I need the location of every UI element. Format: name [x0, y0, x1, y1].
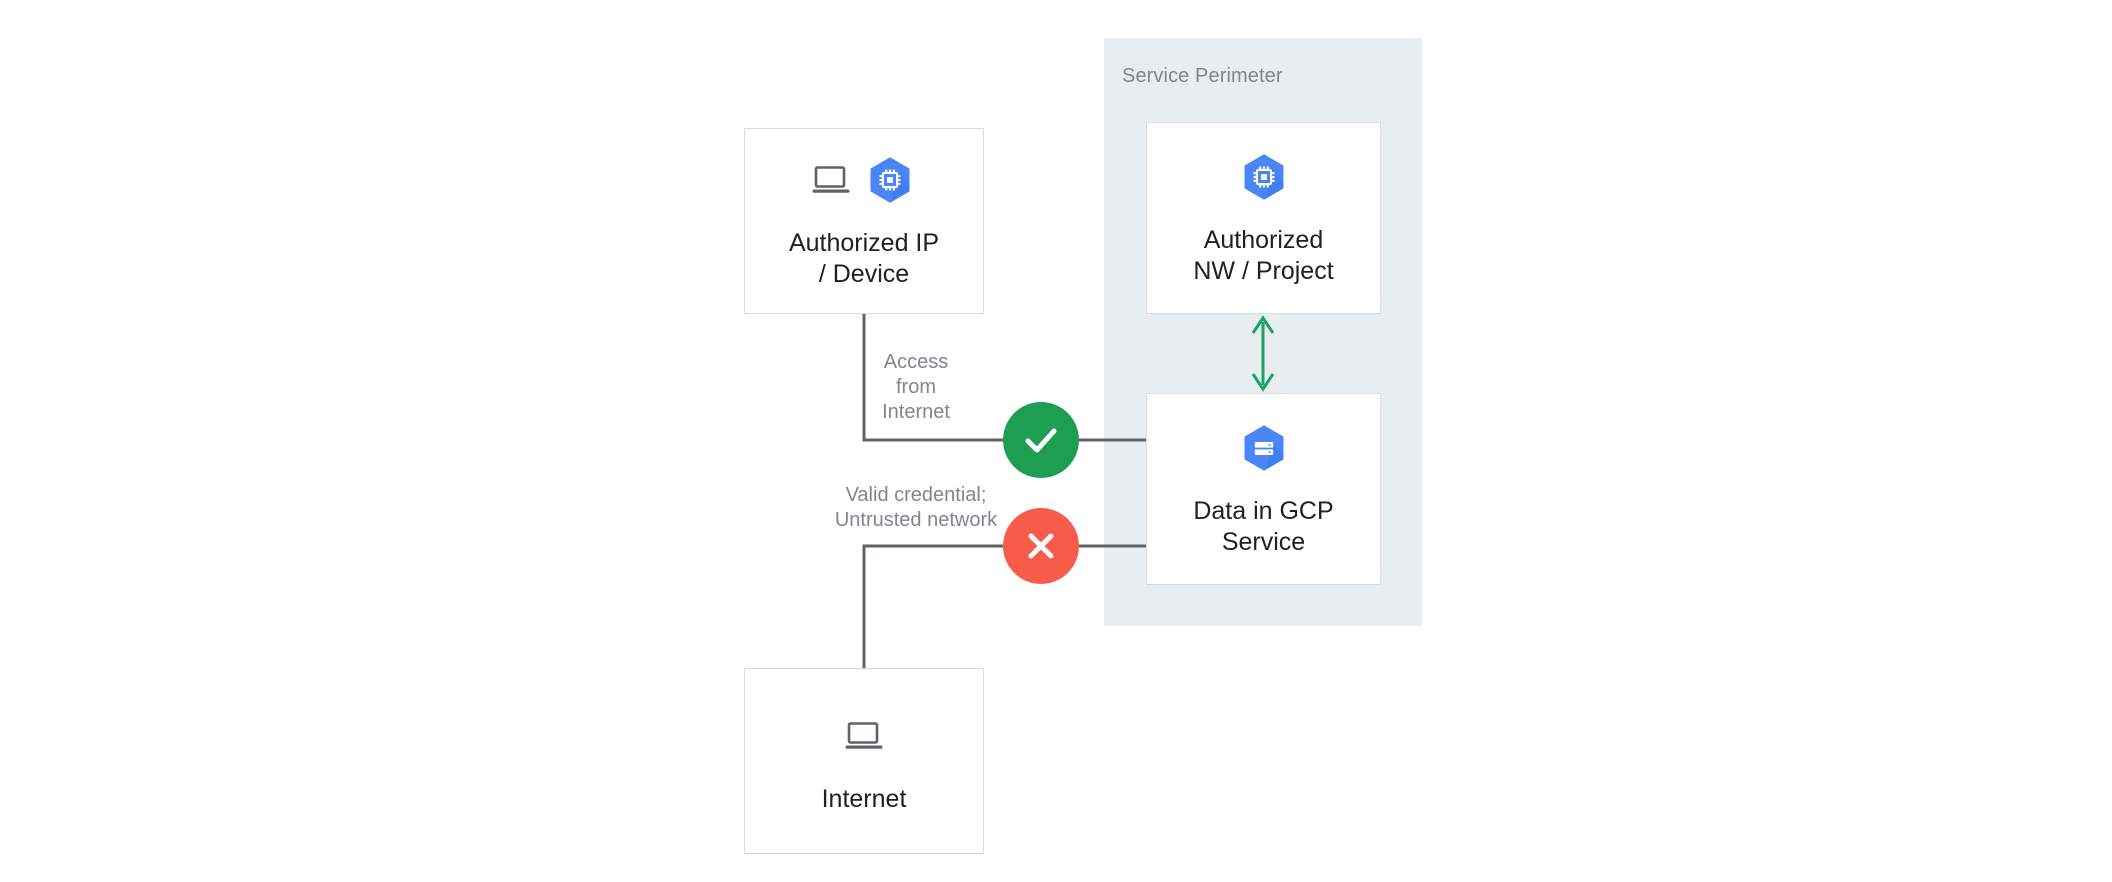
service-perimeter-label: Service Perimeter: [1122, 65, 1283, 87]
node-data-in-gcp-service[interactable]: Data in GCP Service: [1146, 393, 1381, 585]
node-label: Data in GCP Service: [1193, 497, 1334, 556]
laptop-icon: [812, 166, 850, 193]
status-badge-allowed: [1003, 402, 1079, 478]
node-icon-group: [812, 152, 916, 208]
node-authorized-ip-device[interactable]: Authorized IP / Device: [744, 128, 984, 314]
node-label: Authorized IP / Device: [788, 229, 940, 288]
node-authorized-nw-project[interactable]: Authorized NW / Project: [1146, 122, 1381, 314]
node-label: Internet: [821, 784, 907, 813]
node-label: Authorized NW / Project: [1193, 226, 1334, 285]
node-icon-group: [1238, 149, 1290, 205]
check-icon: [1025, 428, 1057, 453]
edge-label-allowed-access: Access from Internet: [882, 351, 950, 424]
edge-label-denied-access: Valid credential; Untrusted network: [834, 484, 998, 532]
status-badge-denied: [1003, 508, 1079, 584]
storage-database-hexagon-icon: [1244, 425, 1283, 471]
cross-icon: [1028, 533, 1054, 559]
node-internet[interactable]: Internet: [744, 668, 984, 854]
node-icon-group: [1238, 420, 1290, 476]
node-icon-group: [845, 708, 883, 764]
compute-engine-hexagon-icon: [1244, 154, 1283, 200]
laptop-icon: [845, 721, 883, 749]
compute-engine-hexagon-icon: [870, 157, 910, 203]
